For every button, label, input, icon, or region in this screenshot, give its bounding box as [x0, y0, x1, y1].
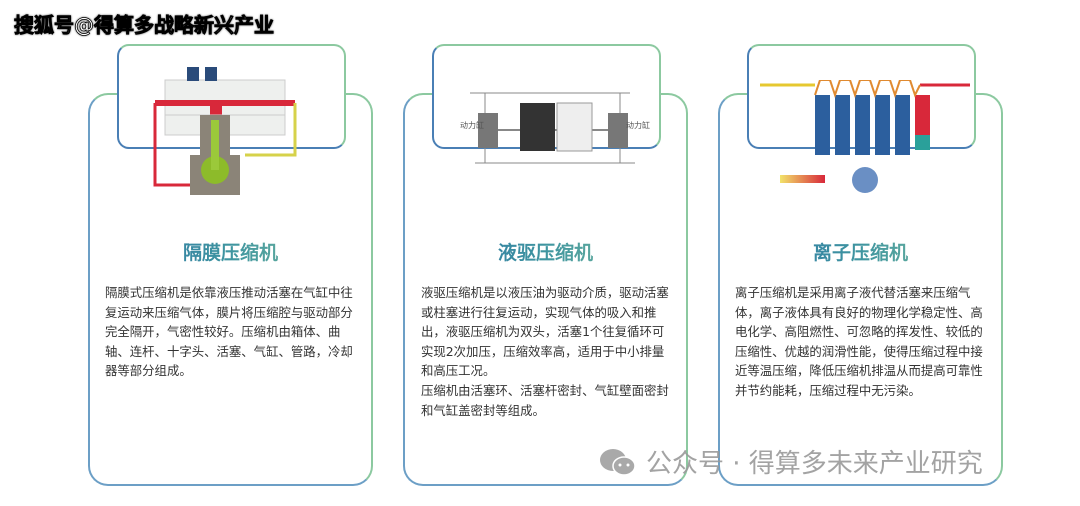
wechat-icon	[598, 447, 638, 477]
card-description: 液驱压缩机是以液压油为驱动介质，驱动活塞或柱塞进行往复运动，实现气体的吸入和推出…	[421, 283, 673, 420]
description-paragraph: 压缩机由活塞环、活塞杆密封、气缸壁面密封和气缸盖密封等组成。	[421, 382, 669, 418]
description-paragraph: 隔膜式压缩机是依靠液压推动活塞在气缸中往复运动来压缩气体，膜片将压缩腔与驱动部分…	[105, 285, 353, 379]
card-description: 离子压缩机是采用离子液代替活塞来压缩气体，离子液体具有良好的物理化学稳定性、高电…	[735, 283, 987, 401]
diagram-label-left: 动力缸	[460, 120, 484, 130]
description-paragraph: 离子压缩机是采用离子液代替活塞来压缩气体，离子液体具有良好的物理化学稳定性、高电…	[735, 285, 983, 398]
diaphragm-compressor-diagram	[153, 67, 297, 195]
ionic-compressor-diagram	[760, 80, 970, 193]
diagram-label-right: 动力缸	[626, 120, 650, 130]
watermark-bottom: 公众号 · 得算多未来产业研究	[598, 443, 983, 480]
card-description: 隔膜式压缩机是依靠液压推动活塞在气缸中往复运动来压缩气体，膜片将压缩腔与驱动部分…	[105, 283, 357, 381]
card-title: 隔膜压缩机	[88, 238, 373, 265]
hydraulic-compressor-diagram: 动力缸 动力缸	[460, 92, 650, 164]
card-title: 液驱压缩机	[403, 238, 688, 265]
watermark-text: 公众号 · 得算多未来产业研究	[646, 449, 983, 479]
watermark-top: 搜狐号@得算多战略新兴产业	[14, 13, 275, 38]
card-title: 离子压缩机	[718, 238, 1003, 265]
description-paragraph: 液驱压缩机是以液压油为驱动介质，驱动活塞或柱塞进行往复运动，实现气体的吸入和推出…	[421, 285, 669, 379]
